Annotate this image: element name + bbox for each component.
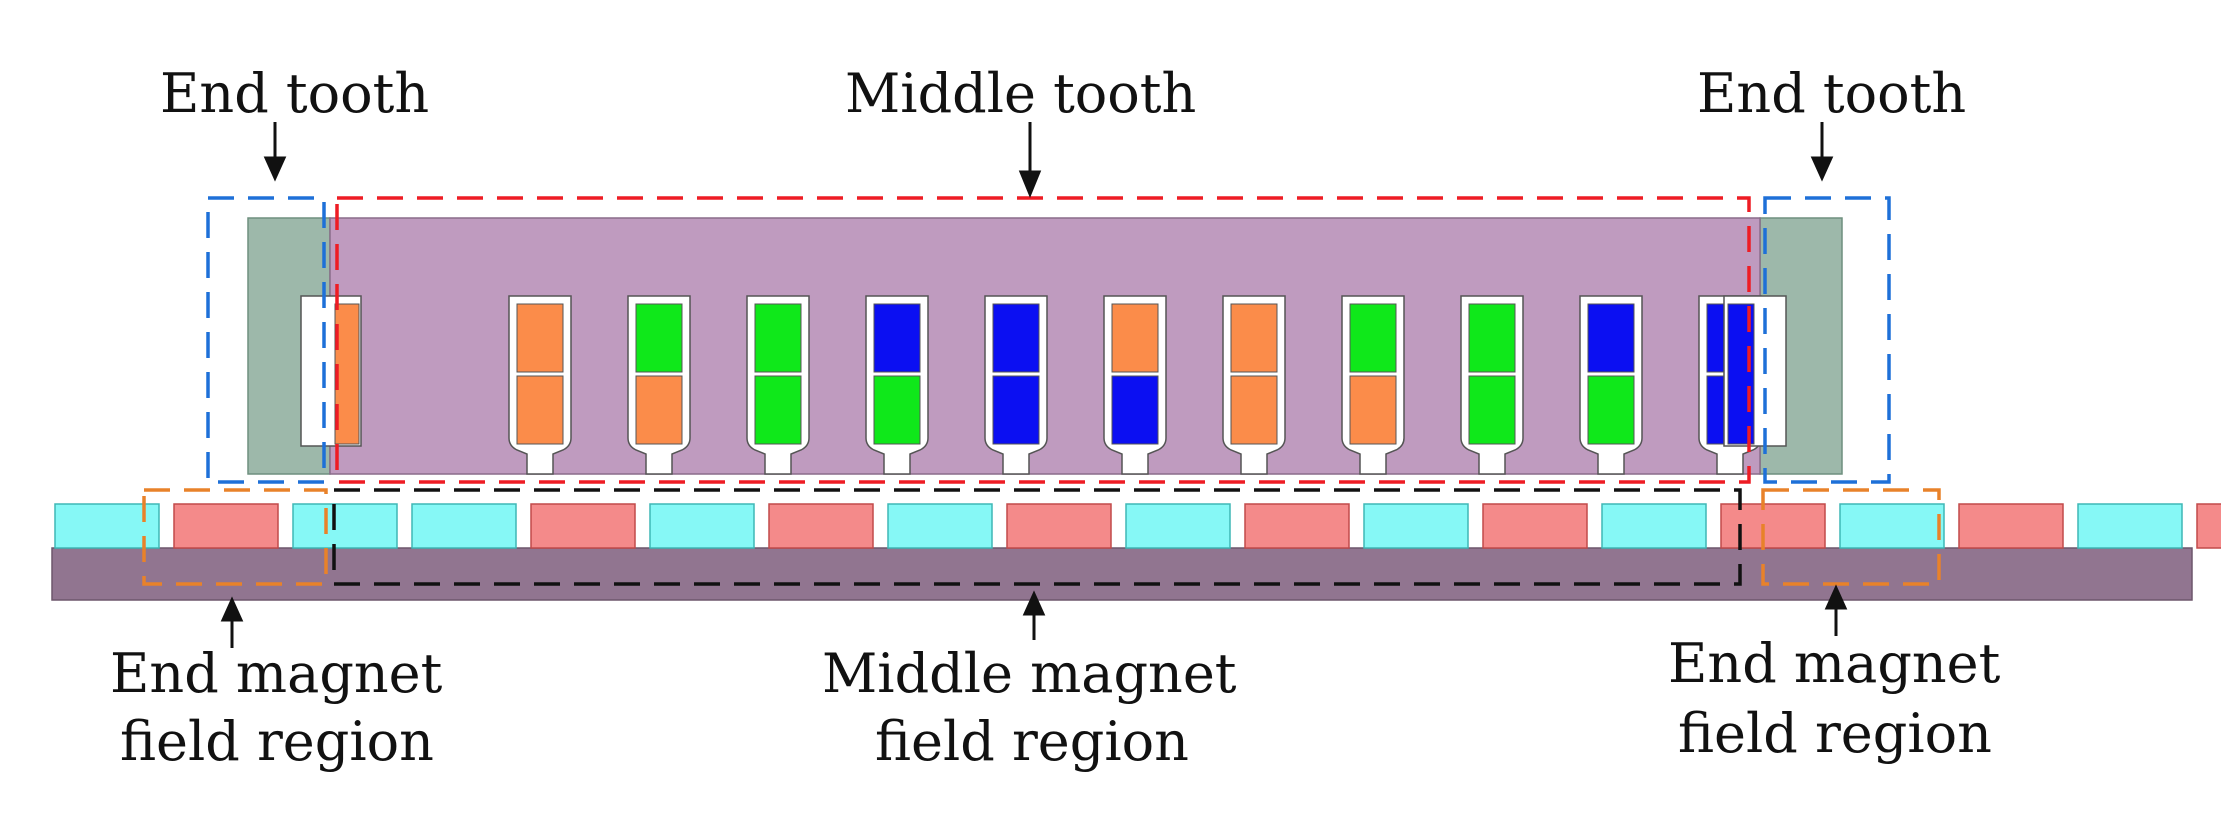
magnet-red bbox=[173, 503, 279, 549]
slot bbox=[508, 295, 572, 475]
coil-orange bbox=[1111, 303, 1159, 373]
magnet-red bbox=[1482, 503, 1588, 549]
coil-orange bbox=[1230, 375, 1278, 445]
region-boxes bbox=[142, 196, 1941, 586]
magnet-red bbox=[530, 503, 636, 549]
magnet-cyan bbox=[649, 503, 755, 549]
coil-blue bbox=[1587, 303, 1635, 373]
coil-orange bbox=[334, 303, 360, 445]
magnet-red bbox=[1958, 503, 2064, 549]
magnet-red bbox=[768, 503, 874, 549]
slot bbox=[300, 295, 362, 447]
coil-blue bbox=[873, 303, 921, 373]
end-magnet-right-box bbox=[1761, 488, 1941, 586]
middle-tooth-box bbox=[335, 196, 1751, 484]
magnet-red bbox=[2196, 503, 2221, 549]
slot bbox=[1341, 295, 1405, 475]
slot bbox=[746, 295, 810, 475]
coil-blue bbox=[1727, 303, 1755, 445]
magnet-cyan bbox=[1363, 503, 1469, 549]
coil-green bbox=[1468, 375, 1516, 445]
arrow-end-magnet-right bbox=[1824, 584, 1848, 636]
coil-orange bbox=[635, 375, 683, 445]
labels: End tooth Middle tooth End tooth End mag… bbox=[110, 62, 2001, 773]
magnet-cyan bbox=[411, 503, 517, 549]
label-end-tooth-left: End tooth bbox=[160, 62, 429, 125]
magnet-cyan bbox=[292, 503, 398, 549]
magnet-cyan bbox=[887, 503, 993, 549]
label-middle-magnet-line1: Middle magnet bbox=[822, 642, 1237, 705]
magnet-red bbox=[1720, 503, 1826, 549]
coil-orange bbox=[516, 303, 564, 373]
slot bbox=[1222, 295, 1286, 475]
magnet-red bbox=[1244, 503, 1350, 549]
arrow-end-tooth-left bbox=[263, 122, 287, 182]
label-end-magnet-right-line1: End magnet bbox=[1668, 632, 2001, 695]
slot bbox=[1103, 295, 1167, 475]
magnet-row bbox=[54, 503, 2221, 549]
coil-blue bbox=[992, 375, 1040, 445]
arrow-end-tooth-right bbox=[1810, 122, 1834, 182]
coil-green bbox=[873, 375, 921, 445]
arrow-middle-magnet bbox=[1022, 590, 1046, 640]
label-end-magnet-left-line2: field region bbox=[120, 710, 434, 773]
magnet-cyan bbox=[54, 503, 160, 549]
label-end-tooth-right: End tooth bbox=[1697, 62, 1966, 125]
end-magnet-left-box bbox=[142, 488, 328, 586]
slot bbox=[627, 295, 691, 475]
arrows bbox=[220, 122, 1848, 648]
coil-orange bbox=[1230, 303, 1278, 373]
label-middle-tooth: Middle tooth bbox=[845, 62, 1196, 125]
magnet-red bbox=[1006, 503, 1112, 549]
arrow-middle-tooth bbox=[1018, 122, 1042, 198]
middle-magnet-box bbox=[332, 488, 1742, 586]
coil-orange bbox=[516, 375, 564, 445]
coil-green bbox=[1468, 303, 1516, 373]
magnet-cyan bbox=[1601, 503, 1707, 549]
label-end-magnet-right-line2: field region bbox=[1678, 702, 1992, 765]
slot bbox=[1460, 295, 1524, 475]
back-iron bbox=[51, 547, 2193, 601]
slot bbox=[1579, 295, 1643, 475]
arrow-end-magnet-left bbox=[220, 596, 244, 648]
label-end-magnet-left-line1: End magnet bbox=[110, 642, 443, 705]
coil-green bbox=[635, 303, 683, 373]
slot-row bbox=[300, 295, 1787, 475]
coil-blue bbox=[992, 303, 1040, 373]
label-middle-magnet-line2: field region bbox=[875, 710, 1189, 773]
end-tooth-right-box bbox=[1763, 196, 1891, 484]
slot bbox=[1723, 295, 1787, 447]
coil-green bbox=[1349, 303, 1397, 373]
magnet-cyan bbox=[1839, 503, 1945, 549]
slot bbox=[984, 295, 1048, 475]
end-tooth-left-box bbox=[206, 196, 326, 484]
magnet-cyan bbox=[2077, 503, 2183, 549]
magnet-cyan bbox=[1125, 503, 1231, 549]
coil-green bbox=[754, 303, 802, 373]
stator bbox=[247, 217, 1843, 475]
coil-orange bbox=[1349, 375, 1397, 445]
coil-blue bbox=[1111, 375, 1159, 445]
coil-green bbox=[1587, 375, 1635, 445]
coil-green bbox=[754, 375, 802, 445]
slot bbox=[865, 295, 929, 475]
